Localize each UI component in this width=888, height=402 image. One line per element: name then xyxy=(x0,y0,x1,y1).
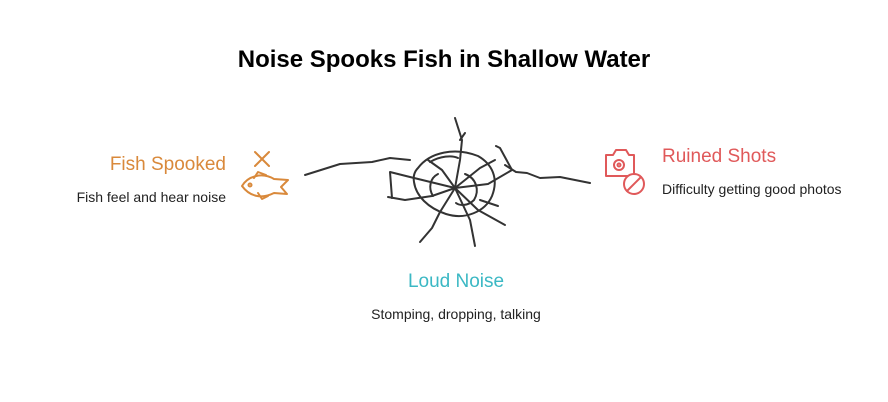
fish-spooked-heading: Fish Spooked xyxy=(109,154,226,175)
shattered-glass-icon xyxy=(304,117,591,247)
loud-noise-heading: Loud Noise xyxy=(407,271,505,292)
x-mark-icon xyxy=(254,151,270,167)
fish-icon xyxy=(241,171,289,200)
fish-spooked-description: Fish feel and hear noise xyxy=(76,189,226,205)
loud-noise-description: Stomping, dropping, talking xyxy=(371,306,541,322)
no-sign-icon xyxy=(623,173,645,195)
diagram-title: Noise Spooks Fish in Shallow Water xyxy=(237,46,651,73)
camera-icon xyxy=(605,149,635,177)
ruined-shots-heading: Ruined Shots xyxy=(662,146,777,167)
ruined-shots-description: Difficulty getting good photos xyxy=(662,181,842,197)
